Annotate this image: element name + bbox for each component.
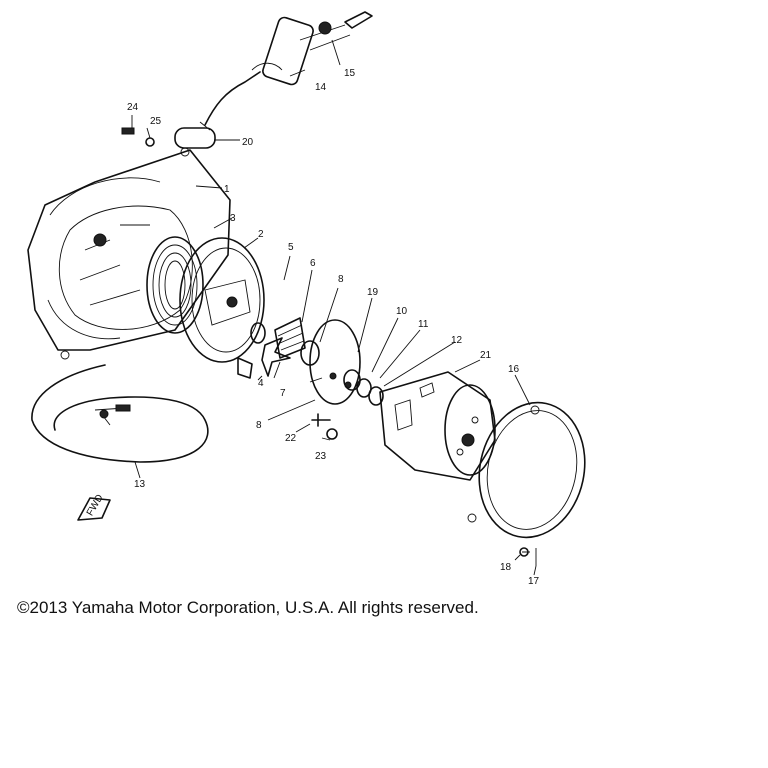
callout-4: 4	[258, 378, 264, 389]
starter-rope-coil	[31, 364, 209, 463]
recoil-starter-housing	[27, 147, 231, 360]
callout-7: 7	[280, 388, 286, 399]
callout-16: 16	[508, 364, 520, 375]
callout-22: 22	[285, 433, 297, 444]
callout-19: 19	[367, 287, 379, 298]
starter-cable	[174, 71, 261, 149]
callout-leaders	[131, 39, 537, 576]
callout-10: 10	[396, 306, 408, 317]
friction-plate	[309, 319, 361, 405]
callout-12: 12	[451, 335, 463, 346]
callout-6: 6	[310, 258, 316, 269]
callout-14: 14	[315, 82, 327, 93]
callout-20: 20	[242, 137, 254, 148]
choke-cable-holder	[251, 11, 373, 86]
cover-ring	[467, 401, 586, 566]
recoil-starter-exploded-diagram: FWD 24 25 20 1 3 2 5	[27, 11, 586, 587]
spiral-spring	[146, 236, 204, 334]
svg-text:FWD: FWD	[85, 493, 106, 518]
callout-25: 25	[150, 116, 162, 127]
fwd-direction-marker: FWD	[77, 493, 111, 521]
callout-3: 3	[230, 213, 236, 224]
callout-17: 17	[528, 576, 540, 587]
callout-18: 18	[500, 562, 512, 573]
callout-8-top: 8	[338, 274, 344, 285]
callout-21: 21	[480, 350, 492, 361]
callout-1: 1	[224, 184, 230, 195]
starter-pulley-cup	[379, 371, 496, 481]
copyright-notice: ©2013 Yamaha Motor Corporation, U.S.A. A…	[17, 598, 479, 617]
callout-13: 13	[134, 479, 146, 490]
starter-hub-fasteners	[311, 369, 384, 440]
callout-24: 24	[127, 102, 139, 113]
pawl-assembly	[237, 317, 320, 379]
callout-23: 23	[315, 451, 327, 462]
callout-2: 2	[258, 229, 264, 240]
callout-11: 11	[418, 319, 429, 330]
callout-15: 15	[344, 68, 356, 79]
callout-8-bottom: 8	[256, 420, 262, 431]
rope-pulley	[179, 237, 265, 363]
cable-grommet	[174, 127, 216, 149]
callout-5: 5	[288, 242, 294, 253]
part-callouts: 24 25 20 1 3 2 5 6 8 19 10 11 12 21 16 4…	[121, 68, 540, 587]
